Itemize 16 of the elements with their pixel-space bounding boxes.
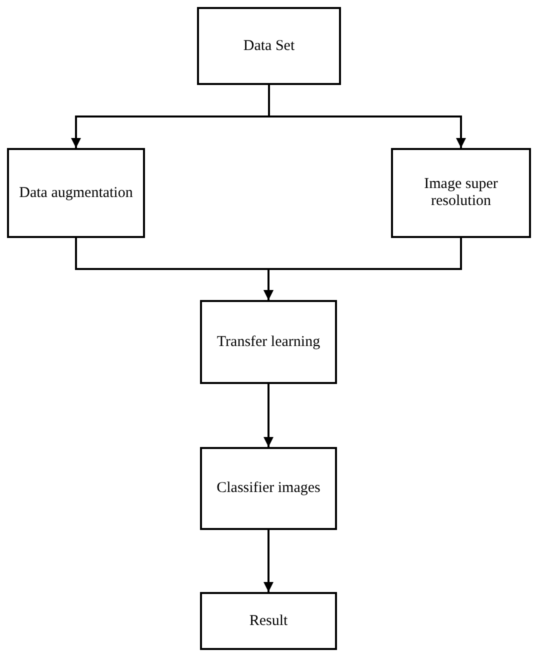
box-label: Transfer learning [216, 334, 320, 350]
box-label: Classifier images [216, 480, 320, 497]
arrow [264, 530, 274, 592]
process-box [200, 300, 337, 384]
arrow [264, 384, 274, 447]
process-box [7, 148, 145, 238]
process-box [200, 592, 337, 650]
arrow [264, 238, 462, 300]
box-label: Image super resolution [423, 176, 499, 210]
process-box [200, 447, 337, 530]
box-label: Data augmentation [19, 184, 133, 202]
box-label: Data Set [243, 38, 295, 54]
arrow [268, 85, 466, 148]
process-box [197, 7, 341, 85]
box-label: Result [249, 612, 288, 630]
process-box [391, 148, 531, 238]
